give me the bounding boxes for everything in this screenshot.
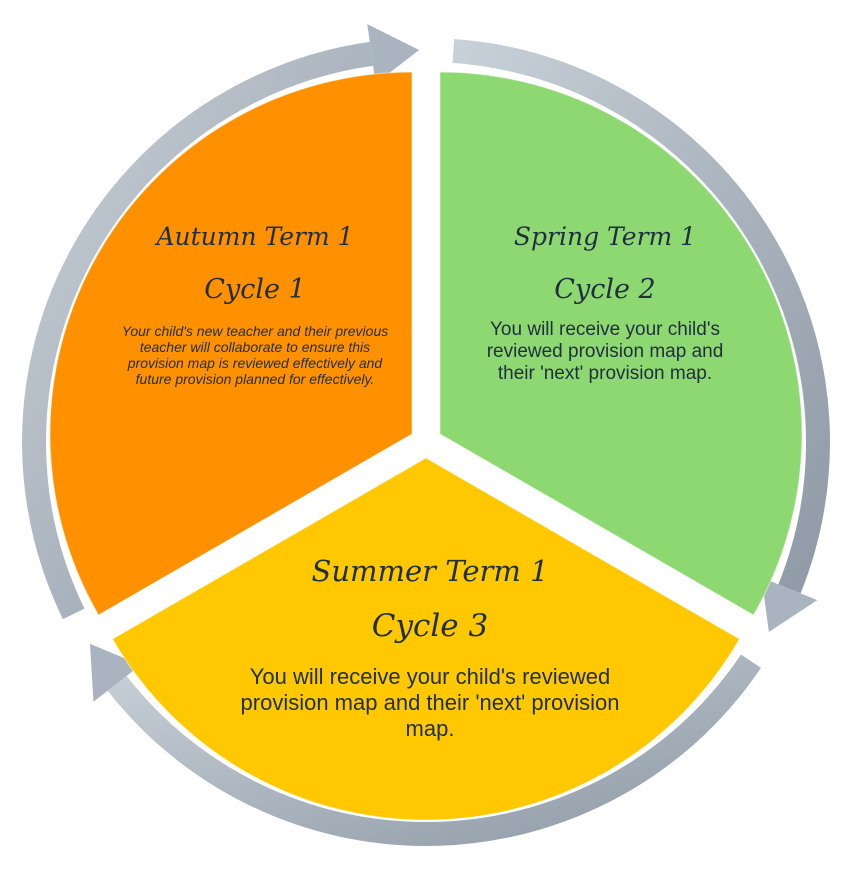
autumn-cycle-title: Cycle 1 — [204, 274, 306, 305]
arrowhead-icon — [89, 643, 141, 702]
cycle-arrow-1 — [22, 41, 374, 620]
spring-cycle-title: Cycle 2 — [554, 274, 656, 305]
arrowhead-icon — [367, 24, 420, 84]
autumn-description: Your child's new teacher and their previ… — [121, 323, 389, 387]
arrowhead-icon — [761, 577, 818, 633]
summer-description: You will receive your child's reviewed p… — [240, 664, 620, 741]
summer-term-title: Summer Term 1 — [311, 554, 549, 588]
autumn-term-title: Autumn Term 1 — [156, 222, 354, 251]
summer-label: Summer Term 1 Cycle 3 You will receive y… — [240, 556, 620, 742]
autumn-segment — [49, 71, 413, 616]
spring-term-title: Spring Term 1 — [513, 222, 697, 251]
summer-cycle-title: Cycle 3 — [371, 608, 489, 644]
spring-description: You will receive your child's reviewed p… — [486, 319, 724, 384]
spring-segment — [439, 71, 803, 616]
cycle-arrow-2 — [452, 38, 830, 594]
spring-label: Spring Term 1 Cycle 2 You will receive y… — [480, 222, 730, 385]
autumn-label: Autumn Term 1 Cycle 1 Your child's new t… — [110, 222, 400, 387]
cycle-arrow-3 — [107, 654, 761, 846]
summer-segment — [111, 457, 741, 821]
